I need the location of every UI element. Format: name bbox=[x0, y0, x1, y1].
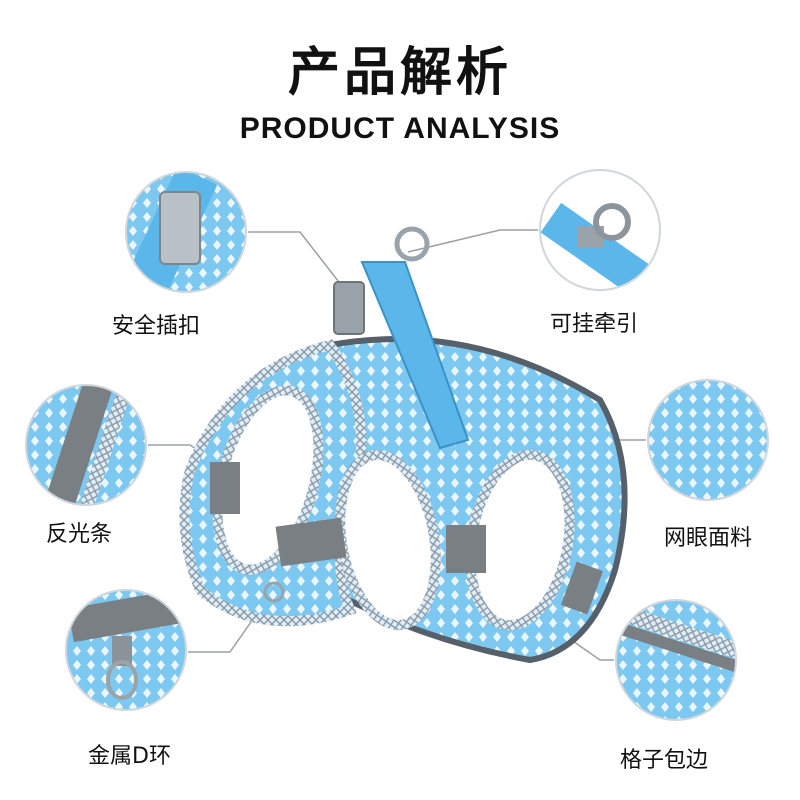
label-binding: 格子包边 bbox=[620, 748, 709, 773]
buckle-closeup bbox=[125, 171, 247, 293]
label-reflective: 反光条 bbox=[46, 522, 113, 547]
page-subtitle: PRODUCT ANALYSIS bbox=[239, 112, 561, 145]
reflective-closeup bbox=[25, 384, 147, 506]
harness bbox=[179, 226, 628, 664]
leash-ring-closeup bbox=[539, 169, 661, 291]
label-leash-ring: 可挂牵引 bbox=[550, 312, 639, 337]
mesh-closeup bbox=[647, 379, 769, 501]
label-buckle: 安全插扣 bbox=[112, 314, 201, 339]
label-d-ring: 金属D环 bbox=[88, 744, 171, 769]
binding-closeup bbox=[615, 599, 737, 721]
d-ring-closeup bbox=[65, 589, 187, 711]
page-title: 产品解析 bbox=[287, 43, 512, 103]
label-mesh: 网眼面料 bbox=[664, 526, 753, 551]
